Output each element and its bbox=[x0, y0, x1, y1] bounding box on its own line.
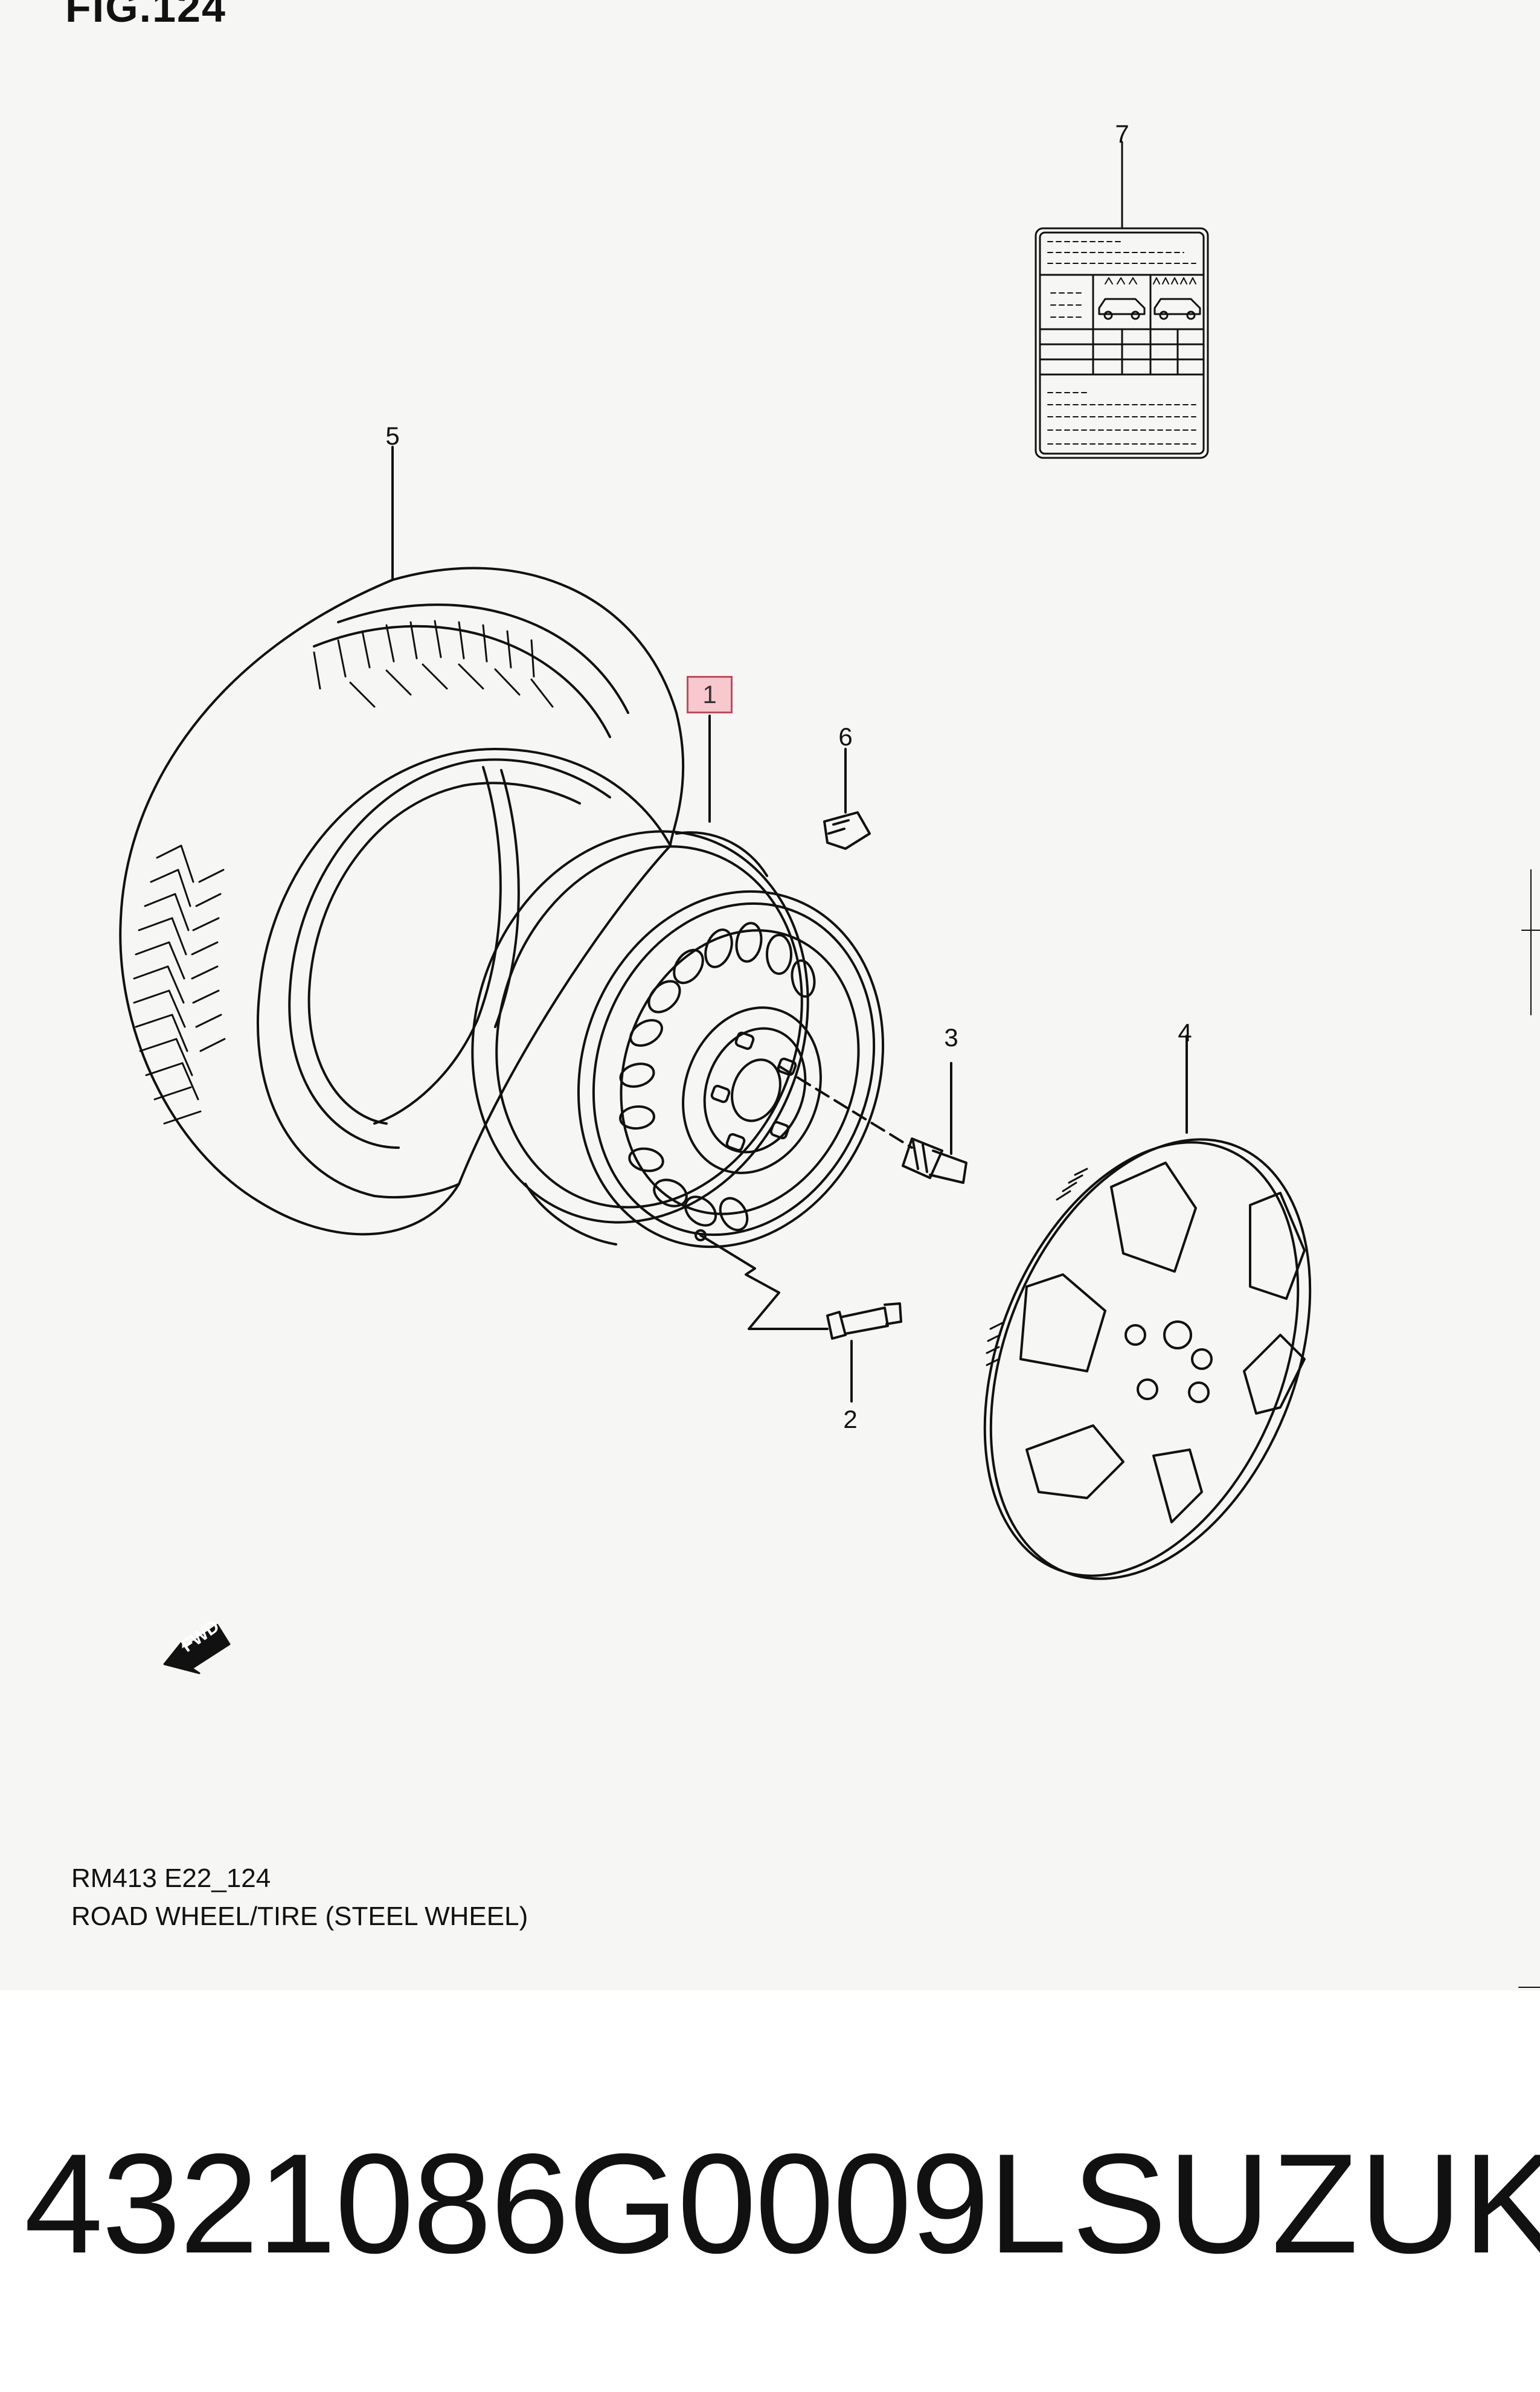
caption-title: ROAD WHEEL/TIRE (STEEL WHEEL) bbox=[71, 1902, 528, 1931]
valve-drawing bbox=[699, 1234, 902, 1403]
lug-holes bbox=[710, 1031, 797, 1152]
callout-2[interactable]: 2 bbox=[843, 1405, 858, 1433]
tire-placard-drawing bbox=[1035, 141, 1209, 459]
caption-code: RM413 E22_124 bbox=[71, 1863, 271, 1893]
steel-wheel-drawing bbox=[471, 830, 885, 1249]
vent-holes bbox=[619, 922, 816, 1232]
clip-drawing bbox=[823, 748, 871, 850]
diagram-panel: FIG.124 7 5 1 6 3 4 2 FWD RM413 E22_124 … bbox=[0, 0, 1540, 1990]
wheel-nut-drawing bbox=[778, 1062, 967, 1184]
figure-label: FIG.124 bbox=[65, 0, 226, 31]
callout-3[interactable]: 3 bbox=[944, 1023, 958, 1052]
brand-name: SUZUKI bbox=[1072, 2124, 1540, 2283]
callout-7[interactable]: 7 bbox=[1115, 120, 1129, 148]
callout-6[interactable]: 6 bbox=[838, 722, 853, 751]
callout-1[interactable]: 1 bbox=[687, 676, 733, 713]
fwd-arrow-icon bbox=[163, 1624, 231, 1674]
callout-4[interactable]: 4 bbox=[1178, 1018, 1192, 1047]
exploded-parts-drawing bbox=[119, 141, 1540, 1988]
callout-5[interactable]: 5 bbox=[385, 422, 400, 450]
wheel-cap-drawing bbox=[983, 1035, 1312, 1580]
part-number: 4321086G0009L bbox=[24, 2124, 1067, 2283]
tire-drawing bbox=[119, 567, 685, 1236]
